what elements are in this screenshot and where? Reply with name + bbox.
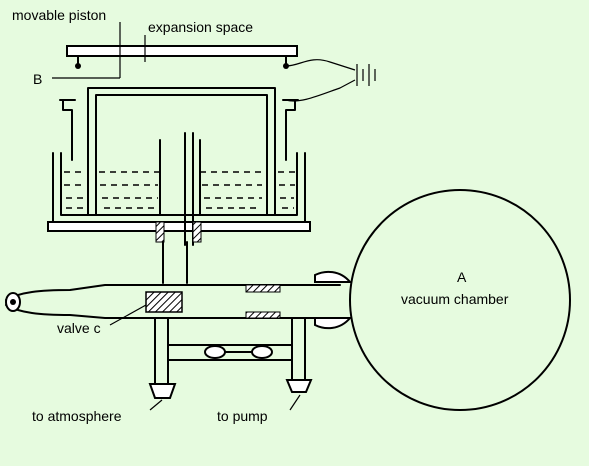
label-to-atmosphere: to atmosphere <box>32 408 122 424</box>
central-tube <box>155 132 202 284</box>
label-b: B <box>33 71 42 87</box>
label-expansion-space: expansion space <box>148 19 253 35</box>
horizontal-tube <box>5 284 341 319</box>
label-a: A <box>457 269 467 285</box>
leader-lines <box>52 22 301 411</box>
lower-tubes <box>154 317 306 386</box>
liquid-bath <box>47 139 311 232</box>
label-movable-piston: movable piston <box>12 7 106 23</box>
vacuum-chamber-a <box>349 189 571 411</box>
valve-c <box>145 291 183 313</box>
movable-piston <box>66 45 298 69</box>
label-to-pump: to pump <box>217 408 268 424</box>
pump-stopcock <box>285 379 313 393</box>
chamber-neck <box>314 270 353 330</box>
label-vacuum-chamber: vacuum chamber <box>401 291 509 307</box>
label-valve-c: valve c <box>57 320 101 336</box>
outer-cylinder <box>59 99 299 161</box>
atmosphere-stopcock <box>148 383 177 399</box>
expansion-tube-b <box>87 87 276 216</box>
battery-circuit <box>285 59 376 102</box>
